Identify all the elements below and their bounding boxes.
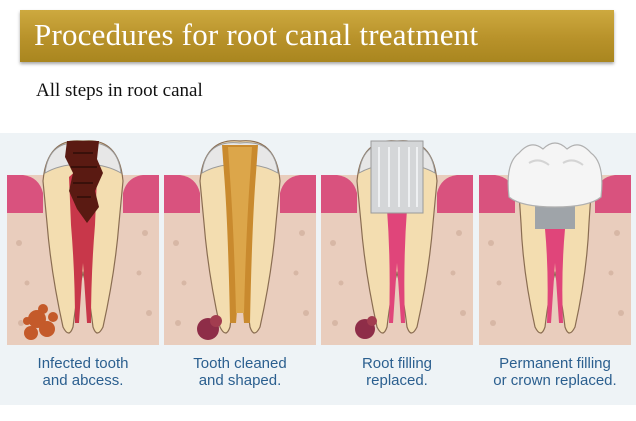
infected-tooth-illustration	[7, 140, 159, 345]
caption-line-2: or crown replaced.	[493, 372, 617, 389]
root-canal-diagram: Infected tooth and abcess. Tooth cleaned…	[0, 133, 636, 405]
subtitle: All steps in root canal	[36, 80, 203, 101]
crown-tooth-illustration	[479, 142, 631, 345]
step-cleaned-shaped: Tooth cleaned and shaped.	[164, 133, 316, 405]
title-banner: Procedures for root canal treatment	[20, 10, 614, 62]
caption-line-1: Infected tooth	[37, 355, 129, 372]
step-infected-tooth: Infected tooth and abcess.	[7, 133, 159, 405]
step-caption: Infected tooth and abcess.	[7, 355, 159, 389]
caption-line-2: replaced.	[366, 372, 428, 389]
step-caption: Root filling replaced.	[321, 355, 473, 389]
step-caption: Tooth cleaned and shaped.	[164, 355, 316, 389]
caption-line-1: Permanent filling	[499, 355, 611, 372]
caption-line-1: Tooth cleaned	[193, 355, 287, 372]
page-title: Procedures for root canal treatment	[34, 17, 479, 52]
cleaned-tooth-illustration	[164, 140, 316, 345]
step-permanent-crown: Permanent filling or crown replaced.	[479, 133, 631, 405]
step-caption: Permanent filling or crown replaced.	[479, 355, 631, 389]
caption-line-2: and abcess.	[42, 372, 124, 389]
caption-line-1: Root filling	[361, 355, 433, 372]
step-root-filling: Root filling replaced.	[321, 133, 473, 405]
root-filling-illustration	[321, 140, 473, 345]
caption-line-2: and shaped.	[198, 372, 282, 389]
